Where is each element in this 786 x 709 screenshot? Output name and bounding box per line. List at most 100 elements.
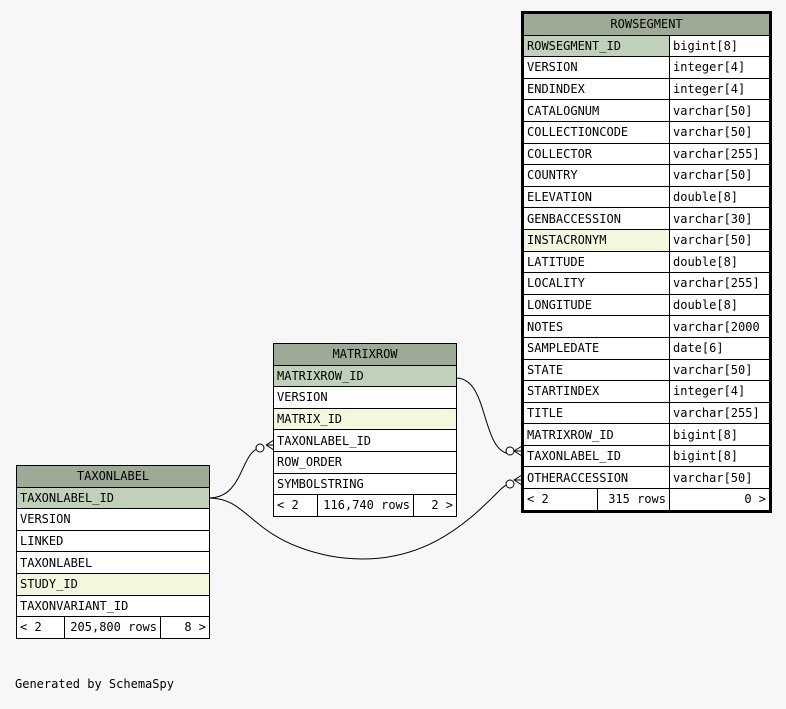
column-type: varchar[50] bbox=[668, 466, 771, 490]
link-matrixrow-rowsegment bbox=[455, 377, 513, 455]
column-name: COLLECTOR bbox=[523, 142, 670, 166]
column-name: TAXONLABEL bbox=[15, 551, 211, 574]
column-type: varchar[255] bbox=[668, 272, 771, 295]
column-row[interactable]: ROW_ORDER bbox=[272, 450, 458, 474]
column-row[interactable]: VERSION bbox=[272, 386, 458, 409]
column-name: OTHERACCESSION bbox=[523, 466, 670, 490]
child-count[interactable]: 0 > bbox=[668, 488, 771, 511]
column-type: varchar[50] bbox=[668, 164, 771, 187]
column-type: double[8] bbox=[668, 250, 771, 274]
column-name: ELEVATION bbox=[523, 185, 670, 209]
link-crowfoot bbox=[265, 439, 275, 451]
column-name: INSTACRONYM bbox=[523, 228, 670, 252]
column-type: double[8] bbox=[668, 185, 771, 209]
link-taxonlabel-matrixrow bbox=[208, 447, 263, 499]
column-name: ROW_ORDER bbox=[272, 450, 458, 474]
column-type: bigint[8] bbox=[668, 444, 771, 468]
row-count: 116,740 rows bbox=[317, 494, 414, 517]
column-name: MATRIXROW_ID bbox=[272, 364, 458, 388]
column-type: varchar[30] bbox=[668, 207, 771, 230]
column-name: ROWSEGMENT_ID bbox=[523, 34, 670, 58]
table-name[interactable]: MATRIXROW bbox=[272, 343, 458, 366]
column-name: TAXONLABEL_ID bbox=[15, 486, 211, 510]
parent-count[interactable]: < 2 bbox=[16, 616, 65, 639]
table-name[interactable]: ROWSEGMENT bbox=[522, 13, 771, 36]
generated-by-note: Generated by SchemaSpy bbox=[15, 677, 174, 691]
column-type: varchar[50] bbox=[668, 358, 771, 382]
column-name: VERSION bbox=[523, 56, 670, 79]
column-name: ENDINDEX bbox=[523, 77, 670, 101]
link-optional-marker bbox=[255, 443, 265, 453]
column-type: integer[4] bbox=[668, 77, 771, 101]
column-name: LINKED bbox=[15, 529, 211, 553]
column-type: varchar[50] bbox=[668, 99, 771, 122]
table-name[interactable]: TAXONLABEL bbox=[15, 465, 211, 488]
column-name: MATRIX_ID bbox=[272, 407, 458, 431]
column-row[interactable]: TAXONLABEL bbox=[15, 551, 211, 574]
child-count[interactable]: 8 > bbox=[159, 616, 211, 639]
column-row[interactable]: TAXONVARIANT_ID bbox=[15, 594, 211, 618]
column-type: integer[4] bbox=[668, 380, 771, 403]
column-type: date[6] bbox=[668, 336, 771, 360]
column-name: LONGITUDE bbox=[523, 293, 670, 317]
column-name: MATRIXROW_ID bbox=[523, 423, 670, 446]
column-name: SAMPLEDATE bbox=[523, 336, 670, 360]
column-name: LOCALITY bbox=[523, 272, 670, 295]
column-type: integer[4] bbox=[668, 56, 771, 79]
column-row[interactable]: SYMBOLSTRING bbox=[272, 472, 458, 496]
column-row[interactable]: VERSION bbox=[15, 508, 211, 531]
link-crowfoot bbox=[513, 445, 523, 457]
column-type: varchar[50] bbox=[668, 228, 771, 252]
column-name: TAXONVARIANT_ID bbox=[15, 594, 211, 618]
column-row[interactable]: STUDY_ID bbox=[15, 572, 211, 596]
column-type: varchar[50] bbox=[668, 120, 771, 144]
parent-count[interactable]: < 2 bbox=[273, 494, 318, 517]
column-type: double[8] bbox=[668, 293, 771, 317]
table-header[interactable]: TAXONLABEL bbox=[15, 465, 211, 488]
column-row[interactable]: MATRIXROW_ID bbox=[272, 364, 458, 388]
column-name: COUNTRY bbox=[523, 164, 670, 187]
column-name: TAXONLABEL_ID bbox=[272, 429, 458, 452]
column-name: STUDY_ID bbox=[15, 572, 211, 596]
child-count[interactable]: 2 > bbox=[412, 494, 458, 517]
column-row[interactable]: LINKED bbox=[15, 529, 211, 553]
column-name: VERSION bbox=[272, 386, 458, 409]
table-header[interactable]: ROWSEGMENT bbox=[522, 13, 771, 36]
column-row[interactable]: TAXONLABEL_ID bbox=[15, 486, 211, 510]
column-name: CATALOGNUM bbox=[523, 99, 670, 122]
link-taxonlabel-rowsegment bbox=[208, 483, 513, 560]
column-row[interactable]: MATRIX_ID bbox=[272, 407, 458, 431]
parent-count[interactable]: < 2 bbox=[523, 488, 598, 511]
link-crowfoot bbox=[513, 474, 523, 486]
column-row[interactable]: TAXONLABEL_ID bbox=[272, 429, 458, 452]
column-type: bigint[8] bbox=[668, 423, 771, 446]
table-header[interactable]: MATRIXROW bbox=[272, 343, 458, 366]
link-optional-marker bbox=[505, 479, 515, 489]
